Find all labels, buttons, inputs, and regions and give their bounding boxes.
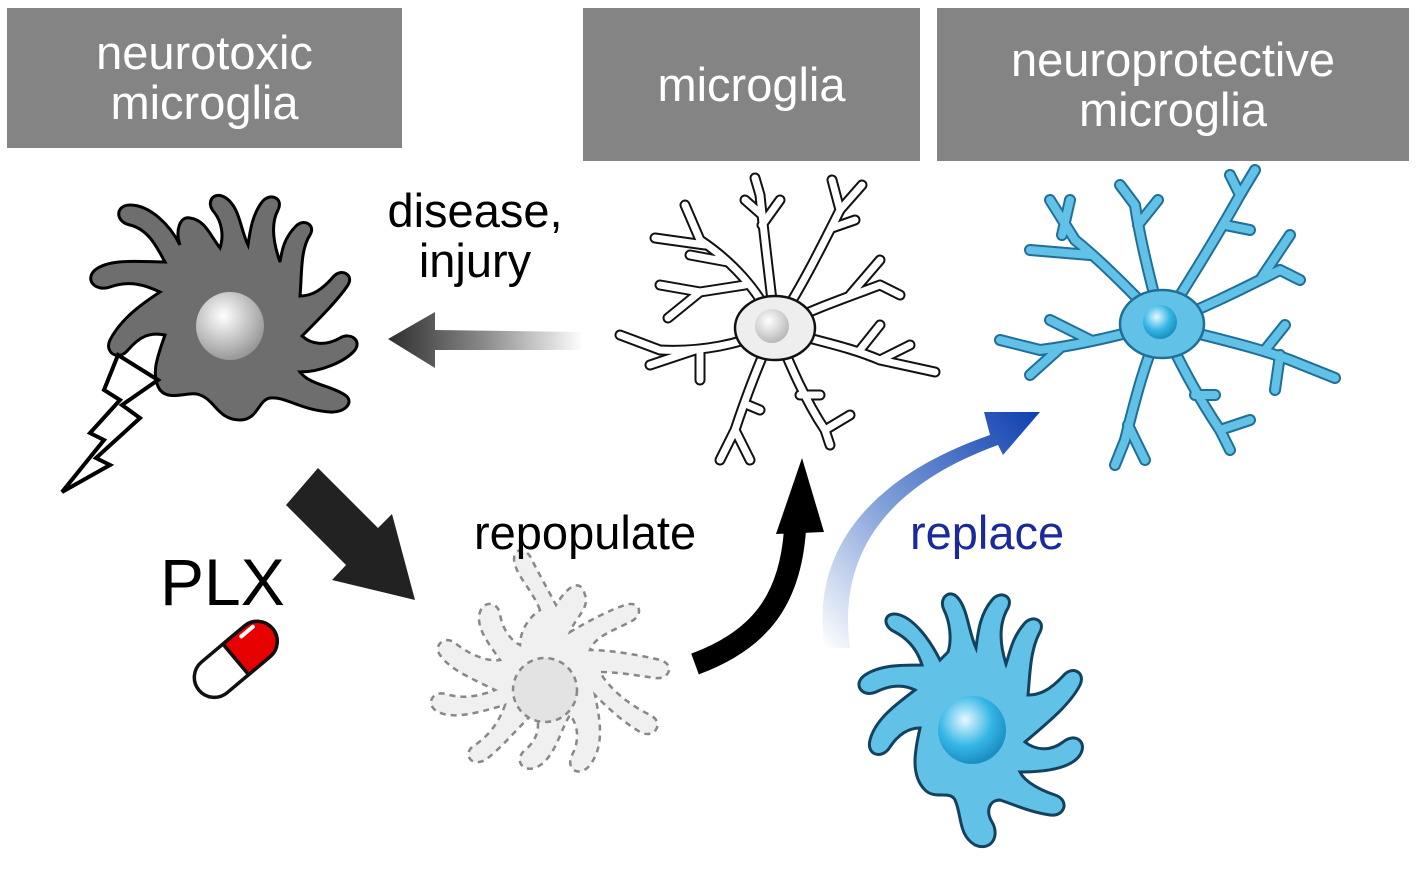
pill-icon: [192, 619, 279, 700]
header-neuroprotective-line1: neuroprotective: [1011, 32, 1335, 86]
depleted-microglia-cell: [429, 549, 671, 773]
homeostatic-microglia-cell: [614, 172, 941, 466]
repopulate-arrow: [691, 458, 824, 675]
header-neuroprotective-line2: microglia: [1078, 82, 1268, 136]
replacement-microglia-cell: [857, 592, 1084, 849]
plx-depletion-arrow: [286, 468, 415, 600]
neurotoxic-microglia-cell: [89, 193, 359, 422]
header-microglia-line1: microglia: [657, 57, 846, 111]
label-replace: replace: [910, 506, 1065, 559]
label-disease-injury: disease, injury: [360, 186, 590, 286]
label-disease-line2: injury: [418, 234, 532, 287]
label-repopulate: repopulate: [474, 506, 697, 559]
neurotoxic-nucleus: [196, 292, 264, 360]
label-disease-line1: disease,: [387, 184, 563, 237]
header-microglia: microglia: [583, 8, 920, 161]
homeostatic-nucleus: [755, 309, 789, 343]
header-neurotoxic-line2: microglia: [110, 76, 299, 129]
replace-arrow: [822, 412, 1040, 648]
header-neurotoxic-line1: neurotoxic: [96, 26, 313, 79]
replacement-nucleus: [938, 696, 1006, 764]
disease-injury-arrow: [388, 312, 583, 368]
neuroprotective-nucleus: [1143, 305, 1177, 339]
lightning-bolt-icon: [60, 352, 162, 494]
label-plx: PLX: [160, 545, 285, 619]
neuroprotective-microglia-cell: [994, 164, 1341, 471]
header-neuroprotective-microglia: neuroprotective microglia: [937, 8, 1409, 161]
header-neurotoxic-microglia: neurotoxic microglia: [7, 8, 402, 148]
depleted-nucleus: [511, 656, 579, 724]
